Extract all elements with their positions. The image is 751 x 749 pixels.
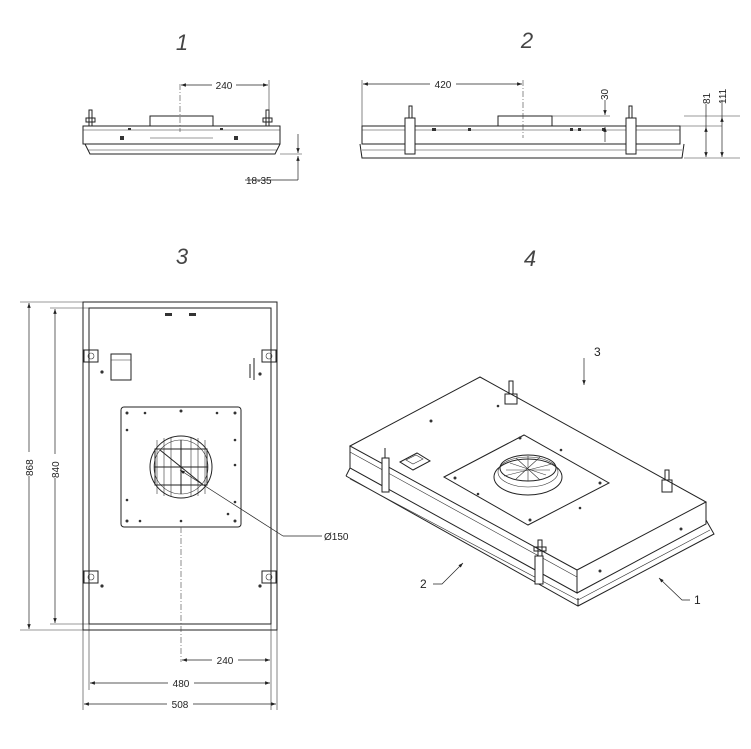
view-1-front-elevation: 240 18-35 (82, 79, 302, 187)
iso-body-right-face (576, 502, 707, 594)
view-number-3: 3 (176, 244, 189, 269)
side-hanger-right (625, 117, 637, 155)
dim-front-18-35: 18-35 (246, 176, 272, 187)
dim-side-420: 420 (435, 80, 452, 91)
dim-side-111: 111 (718, 88, 729, 104)
plan-bracket-bottom-right (261, 570, 277, 584)
dim-plan-868: 868 (25, 459, 36, 476)
side-hanger-left (404, 117, 416, 155)
front-tray (84, 143, 281, 155)
view-number-2: 2 (520, 28, 533, 53)
view-2-side-elevation: 420 30 81 111 (359, 78, 740, 159)
dim-plan-508: 508 (172, 700, 189, 711)
dim-side-30: 30 (600, 88, 611, 100)
front-duct-collar (149, 115, 214, 126)
callout-3: 3 (594, 345, 601, 359)
dim-plan-d150: Ø150 (324, 532, 349, 543)
view-4-isometric-view: 3 2 1 (345, 345, 715, 607)
callout-2: 2 (420, 577, 427, 591)
view-number-1: 1 (176, 30, 188, 55)
iso-body-left-face (349, 446, 578, 594)
iso-hanger-front-right (533, 539, 547, 585)
plan-electrical-box (110, 353, 132, 381)
iso-electrical-box (398, 452, 432, 471)
dim-plan-480: 480 (173, 679, 190, 690)
dim-plan-240: 240 (217, 656, 234, 667)
iso-mounting-plate (442, 434, 611, 526)
callout-1: 1 (694, 593, 701, 607)
side-body (361, 125, 681, 145)
side-flange (359, 143, 685, 159)
iso-hanger-right (661, 469, 673, 493)
dim-plan-840: 840 (51, 461, 62, 478)
iso-hanger-back (504, 380, 518, 405)
side-duct-collar (497, 115, 553, 126)
dim-front-240: 240 (216, 81, 233, 92)
iso-hanger-front-left (381, 448, 390, 493)
view-number-4: 4 (524, 246, 536, 271)
iso-duct-collar (493, 454, 563, 496)
front-body (82, 125, 281, 145)
iso-flange-front (345, 475, 715, 607)
plan-bracket-top-left (83, 349, 99, 363)
plan-bracket-top-right (249, 349, 277, 380)
plan-duct-grille (149, 435, 213, 499)
plan-bracket-bottom-left (83, 570, 99, 584)
plan-outer-flange (82, 301, 278, 631)
dim-side-81: 81 (702, 92, 713, 104)
plan-inner-body (88, 307, 272, 625)
view-3-plan-view: Ø150 868 840 240 480 508 (20, 301, 349, 711)
